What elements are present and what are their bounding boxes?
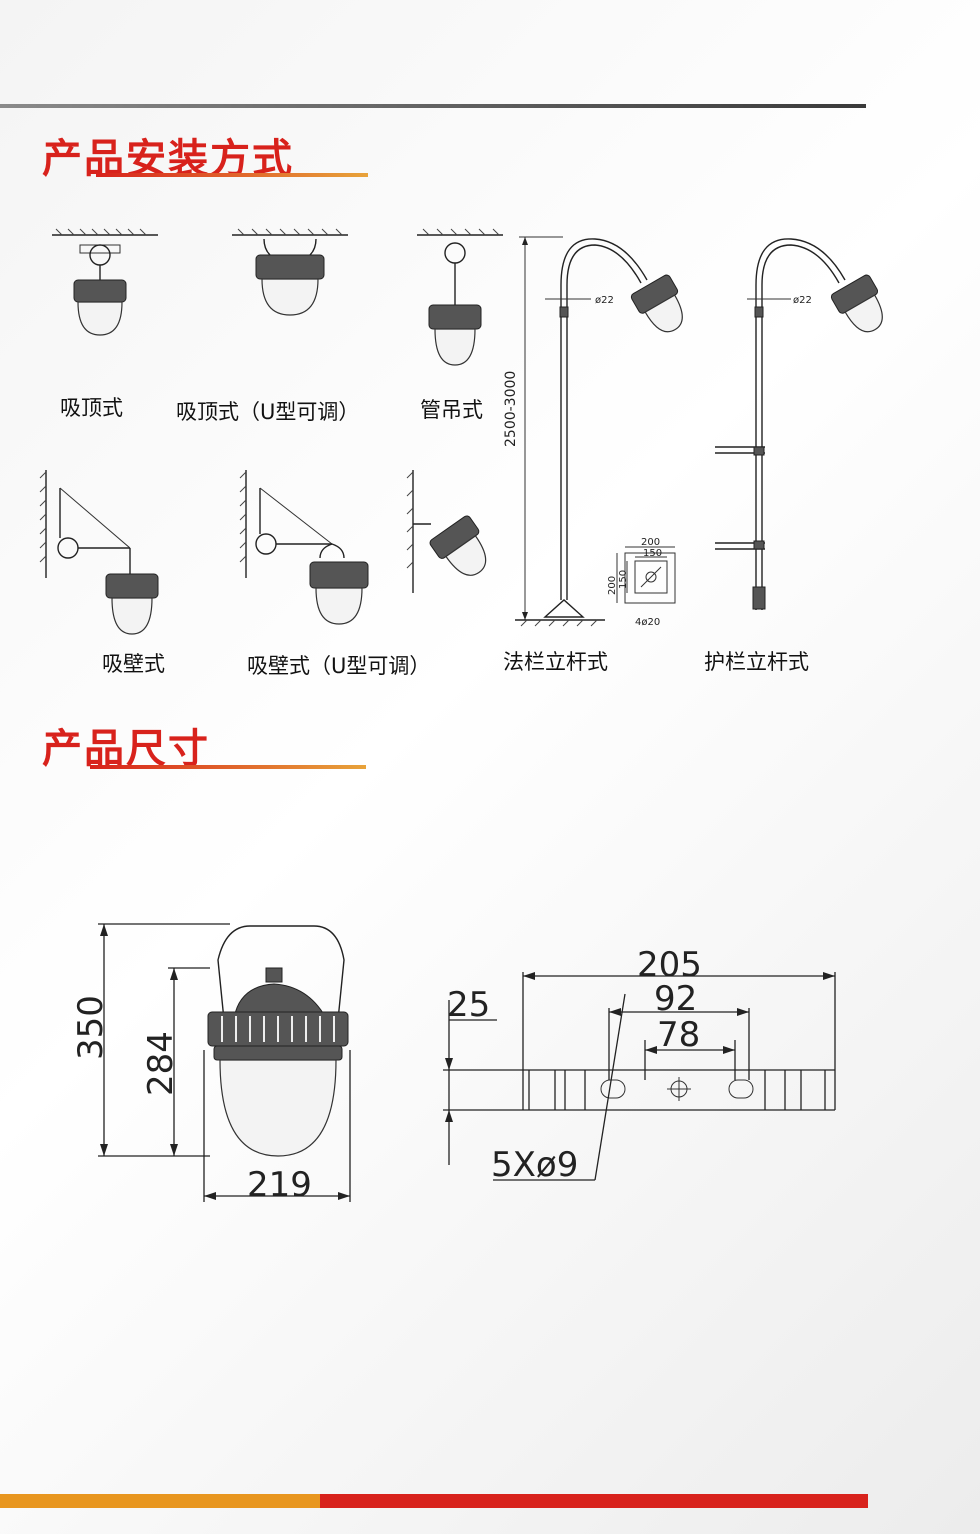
lamp-dimension-drawing: 350 284 219 <box>71 923 351 1205</box>
top-divider <box>0 104 866 108</box>
caption-rail-pole: 护栏立杆式 <box>704 650 809 674</box>
dim-92: 92 <box>654 979 697 1019</box>
dim-78: 78 <box>657 1015 700 1055</box>
ceiling-u-mount-drawing <box>232 228 348 316</box>
wall-mount-drawing <box>39 470 159 635</box>
pole-height-label: 2500-3000 <box>503 371 519 447</box>
caption-ceiling: 吸顶式 <box>60 396 123 420</box>
caption-pipe-hang: 管吊式 <box>420 398 483 422</box>
dim-205: 205 <box>637 945 702 985</box>
flange-inner-top: 150 <box>643 548 662 559</box>
dim-284: 284 <box>141 1031 181 1096</box>
install-title-underline <box>96 173 368 177</box>
wall-u-mount-drawing <box>239 470 369 625</box>
flange-pole-drawing: 2500-3000 ø22 200 150 200 150 4ø20 <box>503 236 683 628</box>
ceiling-mount-drawing <box>52 228 158 336</box>
dim-holes: 5Xø9 <box>491 1145 578 1185</box>
pipe-hang-drawing <box>417 228 503 366</box>
flange-holes-label: 4ø20 <box>635 617 660 628</box>
wall-angled-drawing <box>406 470 487 593</box>
flange-inner-side: 150 <box>618 570 629 589</box>
flange-outer-side: 200 <box>607 576 618 595</box>
plate-dimension-drawing: 205 92 78 25 5Xø9 <box>443 945 836 1185</box>
flange-outer-top: 200 <box>641 537 660 548</box>
pipe-diameter-label: ø22 <box>595 295 614 306</box>
dimensions-section-title: 产品尺寸 <box>42 726 210 772</box>
rail-pipe-diameter-label: ø22 <box>793 295 812 306</box>
dim-219: 219 <box>247 1165 312 1205</box>
rail-pole-drawing: ø22 <box>715 238 883 610</box>
caption-wall-u: 吸壁式（U型可调） <box>247 654 431 678</box>
dim-350: 350 <box>71 995 111 1060</box>
caption-ceiling-u: 吸顶式（U型可调） <box>176 400 360 424</box>
footer-bar-red <box>320 1494 868 1508</box>
dimensions-title-underline <box>90 765 366 769</box>
caption-flange-pole: 法栏立杆式 <box>503 650 608 674</box>
caption-wall: 吸壁式 <box>102 652 165 676</box>
footer-bar-orange <box>0 1494 320 1508</box>
dim-25: 25 <box>447 985 490 1025</box>
